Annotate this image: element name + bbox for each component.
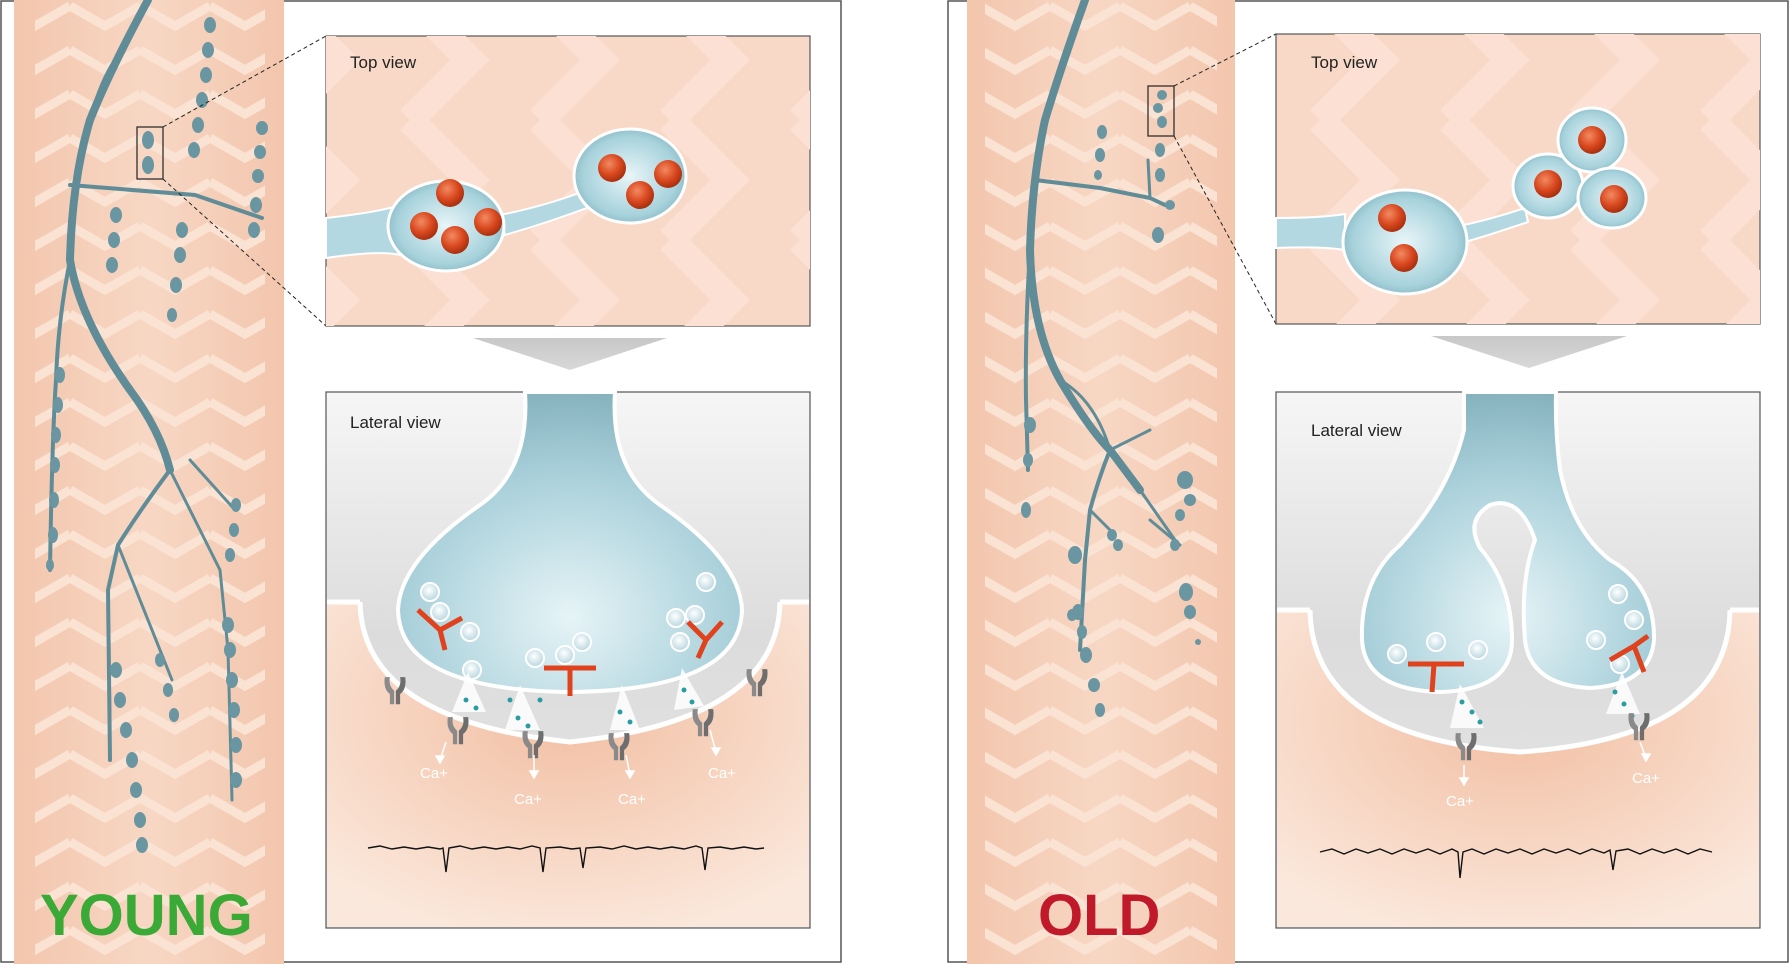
old-label: OLD [1038,883,1160,948]
young-release-sites [452,668,704,730]
old-muscle-fiber [967,0,1235,964]
young-view-arrow [473,338,667,370]
young-synaptic-vesicles [420,572,716,680]
old-ion-label-2: Ca+ [1632,770,1660,787]
young-endplate-boutons [46,17,268,853]
old-view-arrow [1431,336,1627,368]
young-top-view-label: Top view [350,53,417,72]
young-trace [367,845,765,873]
old-axon-branches [1023,0,1182,652]
old-lateral-view: Ca+ Ca+ Lateral view [1275,390,1761,929]
old-zoom-indicator [1147,33,1277,325]
young-axon-branches [48,0,264,802]
young-lateral-view: Ca+ Ca+ Ca+ Ca+ Lateral view [325,390,811,929]
old-lateral-view-label: Lateral view [1311,421,1402,440]
old-synaptic-vesicles [1387,584,1644,674]
young-zoom-indicator [136,35,327,327]
young-label: YOUNG [40,883,253,948]
old-active-zone-proteins [1408,633,1650,693]
young-lateral-view-label: Lateral view [350,413,441,432]
old-endplate-boutons [1021,90,1201,717]
young-active-zone-proteins [416,608,724,696]
young-ion-label-1: Ca+ [420,765,448,782]
young-panel: Top view [0,0,842,964]
old-panel: Top view [947,0,1789,964]
young-ion-label-3: Ca+ [618,791,646,808]
young-ion-label-2: Ca+ [514,791,542,808]
old-release-sites [1450,672,1640,728]
old-top-view: Top view [1275,33,1761,325]
young-ion-label-4: Ca+ [708,765,736,782]
old-top-view-label: Top view [1311,53,1378,72]
old-ion-label-1: Ca+ [1446,793,1474,810]
young-top-view: Top view [325,35,811,327]
old-trace [1319,848,1713,879]
